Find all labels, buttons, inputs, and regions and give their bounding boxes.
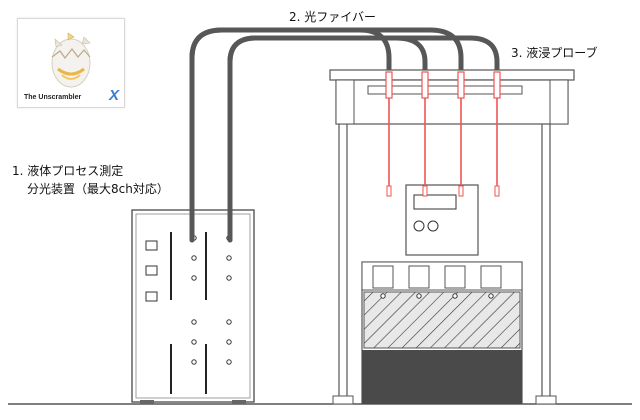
device-port-hole [191,255,197,261]
probe-label: 3. 液浸プローブ [511,46,598,60]
device-port-hole [191,339,197,345]
hatched-insulation [363,291,521,349]
device-button [145,291,158,302]
fiber-label: 2. 光ファイバー [289,10,377,24]
stand-top-plate [329,69,575,81]
probe-stand [329,69,575,405]
probe-tip [422,185,428,197]
sample-bath [361,261,523,405]
stand-side-block-right [549,79,569,125]
optical-fiber [189,27,392,243]
device-port-hole [226,339,232,345]
device-port-hole [191,319,197,325]
device-port-hole [226,255,232,261]
sample-cell-port [488,293,494,299]
device-port-hole [191,359,197,365]
device-label-line2: 分光装置（最大8ch対応） [27,182,169,196]
optical-fibers [189,27,500,243]
cracked-egg-icon [51,32,91,88]
sample-cell [372,265,394,289]
probe-tip [386,185,392,197]
immersion-probes [385,71,501,197]
stand-base-left [332,395,354,405]
controller-knob [413,220,425,232]
sample-cell-port [452,293,458,299]
device-foot-right [232,400,246,404]
sample-cell [480,265,502,289]
liquid-level [362,350,522,404]
device-port-hole [226,275,232,281]
logo-mark: X [108,87,119,104]
controller-unit [405,184,479,256]
optical-fiber [227,35,500,243]
probe-head [457,71,465,99]
sample-cell-port [380,293,386,299]
device-foot-left [140,400,154,404]
logo-text: The Unscrambler [24,94,82,101]
device-port-hole [226,319,232,325]
device-port-hole [226,359,232,365]
unscrambler-logo: The Unscrambler X [17,18,125,108]
controller-knob [427,220,439,232]
optical-fiber [189,27,464,243]
device-button [145,240,158,251]
optical-fiber [227,35,428,243]
stand-side-block-left [335,79,355,125]
probe-head [385,71,393,99]
sample-cell [408,265,430,289]
probe-head [493,71,501,99]
device-label-line1: 1. 液体プロセス測定 [12,164,124,178]
sample-cell-port [416,293,422,299]
probe-tip [494,185,500,197]
controller-display [413,194,457,210]
device-port-hole [191,275,197,281]
sample-cell [444,265,466,289]
probe-tip [458,185,464,197]
device-button [145,265,158,276]
stand-base-right [535,395,557,405]
probe-head [421,71,429,99]
probe-holder-bar [367,85,523,95]
